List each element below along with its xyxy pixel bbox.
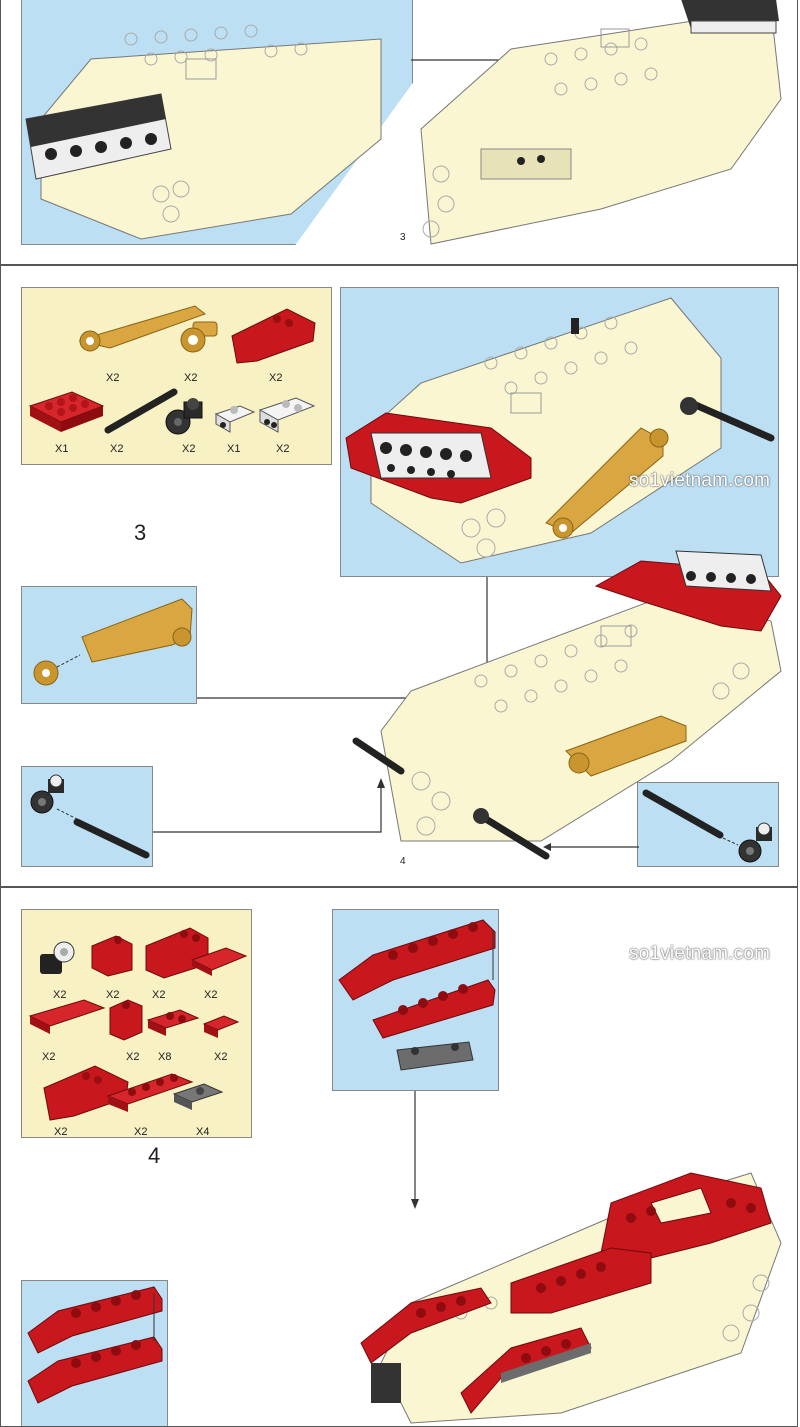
red-curved-slope-icon xyxy=(231,308,316,364)
red-plate-icon xyxy=(28,391,105,432)
part-qty: X2 xyxy=(152,989,166,1001)
part-qty: X2 xyxy=(110,443,124,455)
subassembly-callout xyxy=(21,1280,168,1426)
connector-line xyxy=(411,1091,419,1209)
part-qty: X2 xyxy=(42,1051,56,1063)
instruction-panel-1: 3 xyxy=(0,0,798,265)
red-tile-small-icon xyxy=(202,1015,240,1038)
black-axle-connector-icon xyxy=(165,398,203,435)
red-plate-1x2-icon xyxy=(146,1009,200,1036)
step-number: 3 xyxy=(134,520,147,545)
red-tile-icon xyxy=(190,947,248,976)
model-body-left xyxy=(25,24,382,240)
part-qty: X2 xyxy=(276,443,290,455)
part-qty: X2 xyxy=(182,443,196,455)
model-body-step3-main xyxy=(352,550,782,860)
gray-plate-icon xyxy=(172,1083,224,1110)
parts-list: X2 X2 X2 X1 X2 X2 xyxy=(21,287,332,465)
part-qty: X2 xyxy=(54,1126,68,1138)
subassembly-callout xyxy=(21,766,153,867)
white-bracket-icon xyxy=(214,405,256,433)
part-qty: X1 xyxy=(227,443,241,455)
subassembly-callout xyxy=(21,586,197,704)
red-brick-icon xyxy=(109,999,143,1041)
subassembly-callout xyxy=(340,287,779,577)
step-number: 4 xyxy=(148,1143,161,1168)
axle-assembly-icon xyxy=(30,774,150,859)
black-pin-connector-icon xyxy=(40,941,75,974)
part-qty: X2 xyxy=(134,1126,148,1138)
instruction-panel-step-3: X2 X2 X2 X1 X2 X2 xyxy=(0,265,798,887)
tan-connector-icon xyxy=(180,321,218,353)
black-axle-icon xyxy=(104,388,178,434)
part-qty: X8 xyxy=(158,1051,172,1063)
part-qty: X4 xyxy=(196,1126,210,1138)
part-qty: X2 xyxy=(106,989,120,1001)
red-long-tile-icon xyxy=(28,999,106,1034)
white-bracket-2x2-icon xyxy=(258,397,316,433)
red-stack-icon xyxy=(338,919,496,1071)
red-stack-icon xyxy=(27,1286,163,1404)
tan-beam-icon xyxy=(78,305,207,352)
subassembly-callout xyxy=(637,782,779,867)
model-body-step3 xyxy=(345,297,775,564)
page-number: 4 xyxy=(400,856,406,867)
red-slope-icon xyxy=(91,935,133,977)
watermark: so1vietnam.com xyxy=(629,943,771,964)
model-body-right xyxy=(420,0,782,245)
axle-assembly-icon xyxy=(642,789,772,863)
part-qty: X2 xyxy=(106,372,120,384)
page-number: 3 xyxy=(400,232,406,243)
part-qty: X2 xyxy=(184,372,198,384)
tan-beam-assembly-icon xyxy=(33,598,193,686)
connector-line xyxy=(543,843,639,851)
instruction-panel-step-4: X2 X2 X2 X2 X2 X2 X8 X2 xyxy=(0,887,798,1427)
parts-list: X2 X2 X2 X2 X2 X2 X8 X2 xyxy=(21,909,252,1138)
part-qty: X2 xyxy=(204,989,218,1001)
watermark: so1vietnam.com xyxy=(629,470,771,491)
part-qty: X2 xyxy=(214,1051,228,1063)
part-qty: X2 xyxy=(269,372,283,384)
subassembly-callout xyxy=(332,909,499,1091)
connector-line xyxy=(153,778,385,833)
part-qty: X1 xyxy=(55,443,69,455)
red-plate-1x4-icon xyxy=(106,1073,194,1112)
part-qty: X2 xyxy=(126,1051,140,1063)
model-body-step4 xyxy=(360,1172,782,1424)
part-qty: X2 xyxy=(53,989,67,1001)
